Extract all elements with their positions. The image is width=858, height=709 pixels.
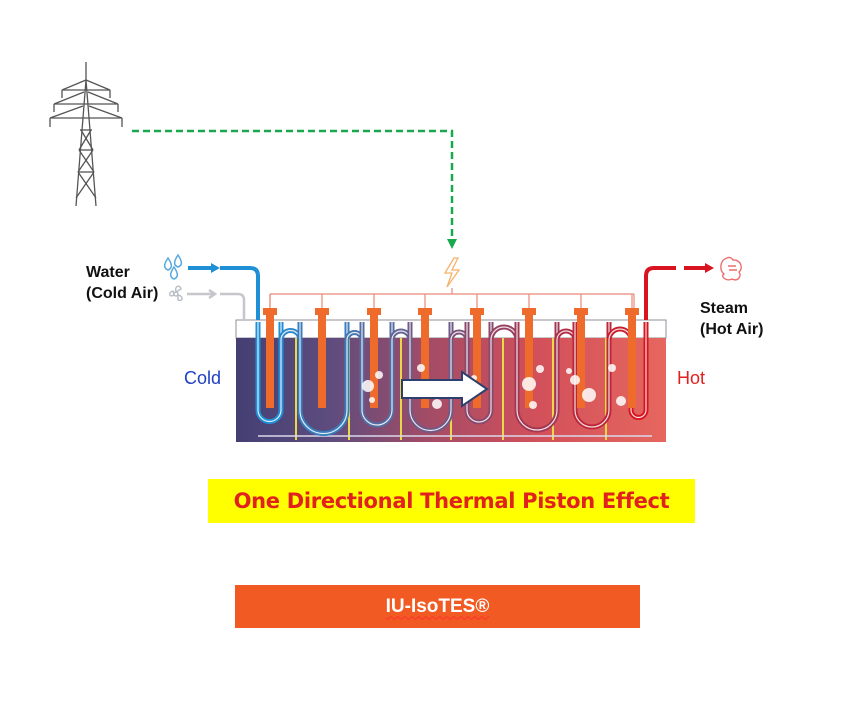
steam-outlet-pipe [644,266,676,320]
water-inlet-arrow-head [211,263,220,273]
power-line [132,129,457,249]
serpentine-tube-highlight [257,322,282,423]
steam-bubble [375,371,383,379]
heater-rod [370,315,378,408]
steam-bubble [362,380,374,392]
steam-bubble [432,399,442,409]
serpentine-tube-highlight [299,322,348,435]
heater-cap [418,308,432,315]
heater-cap [263,308,277,315]
steam-outlet-arrow-head [705,263,714,273]
steam-bubble [529,401,537,409]
heater-rod [266,315,274,408]
power-tower-icon [49,62,123,207]
heater-rod [628,315,636,408]
water-inlet-label: Water (Cold Air) [86,262,158,304]
lightning-icon [443,257,461,288]
steam-bubble [369,397,375,403]
heater-cap [625,308,639,315]
serpentine-tube-highlight [409,322,452,432]
steam-bubble [536,365,544,373]
serpentine-tube-highlight [630,322,647,419]
heater-rod [525,315,533,408]
serpentine-tube-highlight [466,322,492,423]
heater-cap [367,308,381,315]
water-drops-icon [163,253,183,280]
serpentine-tube-highlight [361,322,393,426]
effect-banner: One Directional Thermal Piston Effect [208,479,695,523]
steam-bubble [417,364,425,372]
air-fan-icon [169,285,183,302]
steam-label: Steam [700,300,749,317]
product-badge: IU-IsoTES® [235,585,640,628]
heater-cap [522,308,536,315]
steam-bubble [570,375,580,385]
product-name: IU-IsoTES® [385,595,490,617]
steam-bubble [608,364,616,372]
heater-cap [315,308,329,315]
steam-bubble [582,388,596,402]
hot-side-label: Hot [677,368,706,388]
air-inlet-pipe [220,292,246,320]
heater-rod [421,315,429,408]
serpentine-tube-highlight [516,322,558,431]
heater-rod [473,315,481,408]
heater-rod [318,315,326,408]
water-inlet-pipe [220,266,260,320]
heater-cap [574,308,588,315]
water-label: Water [86,264,130,281]
heater-rod [577,315,585,408]
air-inlet-arrow [187,288,218,300]
serpentine-tube-highlight [574,322,610,428]
steam-outlet-label: Steam (Hot Air) [700,298,763,340]
heater-cap [470,308,484,315]
cold-air-label: (Cold Air) [86,285,159,302]
steam-bubble [616,396,626,406]
steam-bubble [522,377,536,391]
hot-air-label: (Hot Air) [700,321,764,338]
steam-bubble [566,368,572,374]
effect-banner-text: One Directional Thermal Piston Effect [233,489,670,513]
cold-side-label: Cold [184,368,222,388]
steam-icon [720,256,742,281]
flow-arrow-icon [401,370,489,408]
heater-bus [269,288,635,310]
